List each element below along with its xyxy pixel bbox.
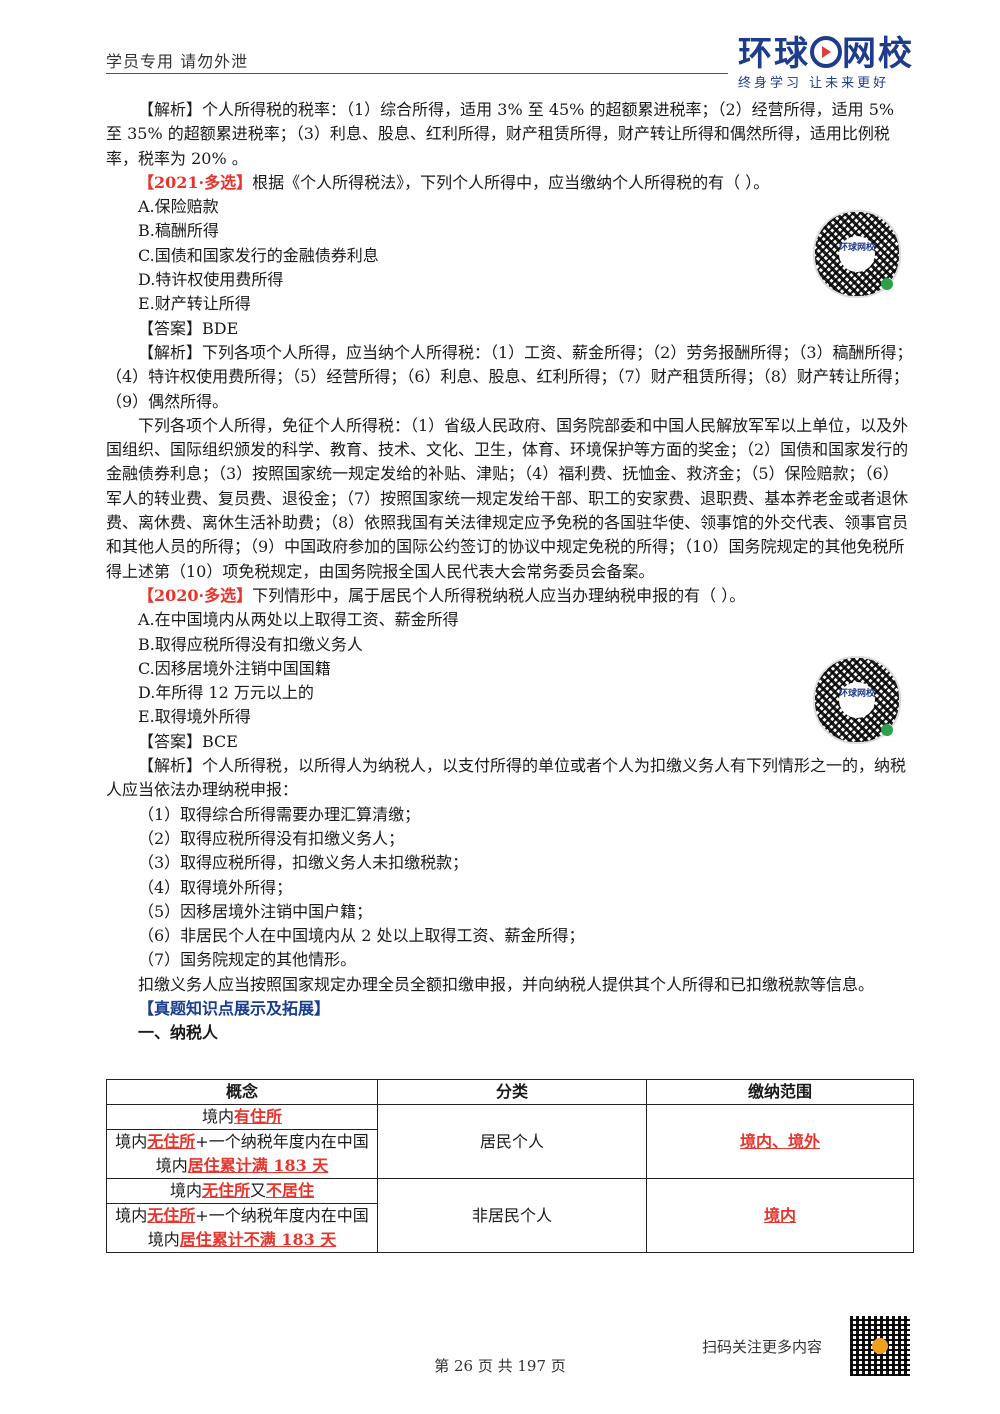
option-e: E.取得境外所得 [138,707,251,727]
list-item: （7）国务院规定的其他情形。 [138,950,357,970]
list-item: （2）取得应税所得没有扣缴义务人； [138,828,405,848]
option-c: C.国债和国家发行的金融债券利息 [138,245,379,265]
brand-logo: 环球网校 终身学习 让未来更好 [738,34,918,94]
document-body: 【解析】个人所得税的税率：（1）综合所得，适用 3% 至 45% 的超额累进税率… [106,98,914,1046]
analysis-paragraph: 【解析】下列各项个人所得，应当纳个人所得税：（1）工资、薪金所得；（2）劳务报酬… [106,342,913,411]
table-cell: 居民个人 [377,1104,647,1179]
table-header: 分类 [377,1079,647,1105]
option-d: D.特许权使用费所得 [138,270,284,290]
analysis-paragraph: 【解析】个人所得税的税率：（1）综合所得，适用 3% 至 45% 的超额累进税率… [106,100,895,168]
table-cell: 非居民个人 [377,1178,647,1253]
table-cell: 境内有住所 [106,1104,378,1130]
analysis-paragraph: 【解析】个人所得税，以所得人为纳税人，以支付所得的单位或者个人为扣缴义务人有下列… [106,756,907,800]
question-tag: 【2020·多选】 [138,585,253,605]
qr-code[interactable]: 环球网校 [813,210,901,298]
list-item: （5）因移居境外注销中国户籍； [138,901,373,921]
play-logo-icon [810,36,842,68]
option-c: C.因移居境外注销中国国籍 [138,658,331,678]
analysis-paragraph: 下列各项个人所得，免征个人所得税：（1）省级人民政府、国务院部委和中国人民解放军… [106,415,909,581]
table-cell: 境内无住所+一个纳税年度内在中国境内居住累计不满 183 天 [106,1203,378,1253]
logo-slogan: 终身学习 让未来更好 [738,76,890,91]
mini-program-icon [881,278,893,290]
list-item: （4）取得境外所得； [138,877,293,897]
list-item: （3）取得应税所得，扣缴义务人未扣缴税款； [138,853,469,873]
list-item: （1）取得综合所得需要办理汇算清缴； [138,804,421,824]
page-number: 第 26 页 共 197 页 [434,1357,566,1375]
option-d: D.年所得 12 万元以上的 [138,683,314,703]
table-header: 概念 [106,1079,378,1105]
table-header-row: 概念 分类 缴纳范围 [106,1079,914,1105]
option-b: B.取得应税所得没有扣缴义务人 [138,634,363,654]
table-row: 境内有住所 居民个人 境内、境外 [106,1104,914,1179]
list-item: （6）非居民个人在中国境内从 2 处以上取得工资、薪金所得； [138,926,585,946]
table-row: 境内无住所又不居住 非居民个人 境内 [106,1178,914,1253]
answer: 【答案】BCE [138,731,238,751]
question-1: 【2021·多选】根据《个人所得税法》，下列个人所得中，应当缴纳个人所得税的有（… [138,172,770,192]
option-b: B.稿酬所得 [138,221,219,241]
option-a: A.保险赔款 [138,197,219,217]
table-cell: 境内、境外 [646,1104,914,1179]
table-cell: 境内 [646,1178,914,1253]
mini-program-icon [881,724,893,736]
question-2: 【2020·多选】下列情形中，属于居民个人所得税纳税人应当办理纳税申报的有（ ）… [138,585,746,605]
header-notice: 学员专用 请勿外泄 [106,52,249,71]
question-tag: 【2021·多选】 [138,172,253,192]
qr-code[interactable]: 环球网校 [813,656,901,744]
table-cell: 境内无住所又不居住 [106,1178,378,1204]
answer: 【答案】BDE [138,318,239,338]
analysis-paragraph: 扣缴义务人应当按照国家规定办理全员全额扣缴申报，并向纳税人提供其个人所得和已扣缴… [138,974,875,994]
table-row: 境内无住所+一个纳税年度内在中国境内居住累计不满 183 天 [106,1203,914,1253]
scan-prompt: 扫码关注更多内容 [702,1338,823,1356]
table-cell: 境内无住所+一个纳税年度内在中国境内居住累计满 183 天 [106,1129,378,1179]
option-e: E.财产转让所得 [138,294,251,314]
table-row: 境内无住所+一个纳税年度内在中国境内居住累计满 183 天 [106,1129,914,1179]
option-a: A.在中国境内从两处以上取得工资、薪金所得 [138,610,459,630]
sub-title: 一、纳税人 [138,1023,219,1043]
table-header: 缴纳范围 [646,1079,914,1105]
header-divider [106,73,728,74]
section-title: 【真题知识点展示及拓展】 [138,998,331,1018]
taxpayer-table: 概念 分类 缴纳范围 境内有住所 居民个人 境内、境外 境内无住所+一个纳税年度… [106,1079,914,1253]
footer-qr-code[interactable] [850,1316,910,1376]
